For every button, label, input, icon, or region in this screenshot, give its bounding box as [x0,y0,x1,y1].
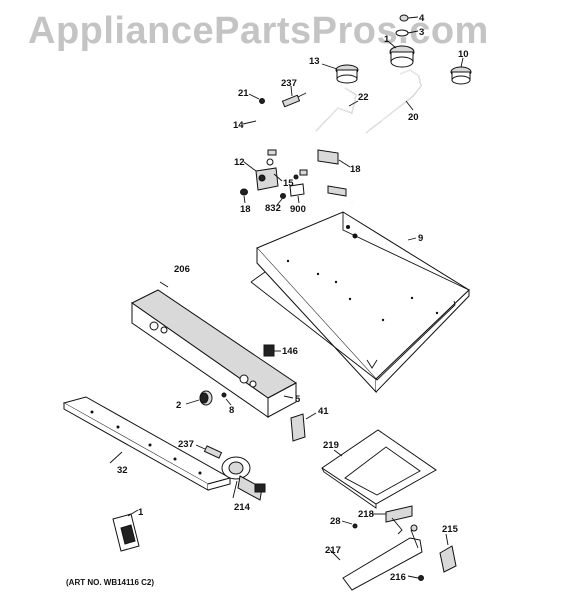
label-4: 4 [419,13,425,24]
label-146: 146 [282,346,298,357]
part-22-gas-tube[interactable] [315,87,359,132]
part-2-knob[interactable] [185,390,213,406]
watermark-logo: AppliancePartsPros.com [28,10,489,52]
part-14-manifold-pipe[interactable] [242,113,354,204]
label-8: 8 [229,405,234,416]
label-12: 12 [234,157,245,168]
label-219: 219 [323,440,339,451]
label-206: 206 [174,264,190,275]
label-214: 214 [234,502,251,513]
part-12-pressure-regulator[interactable] [243,161,279,191]
label-21: 21 [238,88,249,99]
label-14: 14 [233,120,244,131]
part-206-control-panel[interactable] [131,281,297,418]
label-217: 217 [325,545,341,556]
part-3-washer[interactable] [395,29,419,37]
art-number-caption: (ART NO. WB14116 C2) [66,578,155,587]
part-18-bracket-right[interactable] [317,149,351,168]
part-217-burner-tube[interactable] [329,524,423,591]
part-216-screw[interactable] [407,575,424,581]
label-41: 41 [318,406,329,417]
part-15-valve[interactable] [266,158,283,182]
label-5: 5 [295,394,301,405]
part-215-bracket[interactable] [439,533,457,573]
part-10-burner-valve[interactable] [450,57,472,85]
part-900-bracket[interactable] [289,174,305,204]
part-18-screw-left[interactable] [240,188,248,204]
part-21-screw[interactable] [248,93,265,104]
part-237-orifice-bottom[interactable] [195,444,223,459]
part-41-bracket[interactable] [290,412,317,442]
part-9-burner-box[interactable] [250,211,470,394]
label-9: 9 [418,233,423,244]
part-20-gas-tube[interactable] [365,69,422,134]
part-number-labels: 4 3 1 10 13 237 21 22 20 14 12 15 18 18 … [117,13,469,583]
label-18-left: 18 [240,204,251,215]
label-237-top: 237 [281,78,297,89]
part-13-burner-valve[interactable] [321,63,359,84]
label-32: 32 [117,465,128,476]
part-8-clip[interactable] [221,392,232,406]
part-18-bracket-lower[interactable] [327,185,347,197]
part-4-nut[interactable] [399,14,419,22]
label-20: 20 [408,112,419,123]
part-237-orifice-top[interactable] [281,85,307,108]
label-237-bottom: 237 [178,439,194,450]
part-28-screw[interactable] [341,520,358,529]
part-214-valve-assembly[interactable] [221,456,266,501]
part-219-burner-shield[interactable] [321,429,437,509]
label-28: 28 [330,516,341,527]
label-15: 15 [283,178,294,189]
label-832: 832 [265,203,281,214]
label-13: 13 [309,56,320,67]
label-1-bottom: 1 [138,507,144,518]
label-900: 900 [290,204,306,215]
label-18-right: 18 [350,164,361,175]
part-5-line [283,395,294,399]
label-2: 2 [176,400,181,411]
part-146-switch[interactable] [263,344,281,357]
part-218-igniter-bracket[interactable] [372,505,413,535]
label-216: 216 [390,572,406,583]
part-1-burner-valve[interactable] [388,41,415,68]
part-32-trim-strip[interactable] [62,396,232,491]
label-218: 218 [358,509,374,520]
label-3: 3 [419,27,424,38]
part-1-instruction-booklet[interactable] [112,509,140,552]
label-1-top: 1 [384,34,390,45]
label-10: 10 [458,49,469,60]
label-22: 22 [358,92,369,103]
part-832-fitting[interactable] [276,193,286,206]
label-215: 215 [442,524,459,535]
